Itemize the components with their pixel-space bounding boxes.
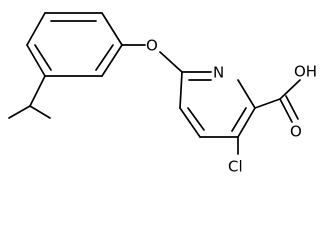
pyridine-ring: N: [179, 64, 256, 138]
ring-nitrogen-label: N: [213, 64, 224, 82]
isopropyl-group: [8, 75, 51, 119]
carboxylic-acid-group: OH O: [254, 63, 317, 141]
benzene-ring: [26, 12, 123, 77]
hydroxyl-label: OH: [294, 63, 317, 81]
carbonyl-oxygen-label: O: [290, 123, 302, 141]
chlorine-label: Cl: [228, 158, 243, 176]
ether-linkage: O: [121, 37, 183, 73]
ether-oxygen-label: O: [146, 37, 158, 55]
chlorine-substituent: Cl: [228, 136, 243, 176]
chemical-structure-diagram: O N OH O Cl: [8, 12, 317, 176]
